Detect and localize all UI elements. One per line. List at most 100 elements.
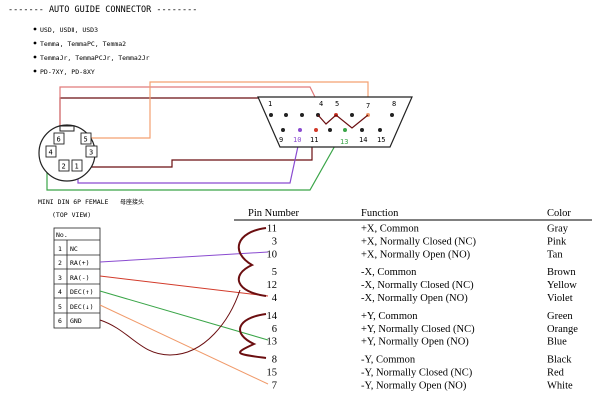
db15-pin bbox=[360, 128, 364, 132]
db15-pin bbox=[281, 128, 285, 132]
din-row-signal: GND bbox=[70, 317, 82, 325]
pin-number-cell: 7 bbox=[272, 380, 277, 391]
db15-pin-label: 5 bbox=[335, 100, 339, 108]
pin-number-cell: 4 bbox=[272, 293, 278, 304]
mount-item: PD-7XY, PD-8XY bbox=[40, 68, 95, 76]
db15-pin-label: 7 bbox=[366, 102, 370, 110]
db15-pin-label: 15 bbox=[377, 136, 385, 144]
pin-number-cell: 10 bbox=[267, 249, 278, 260]
bullet-icon bbox=[33, 41, 37, 45]
db15-pin bbox=[390, 113, 394, 117]
din-pin-6 bbox=[53, 132, 65, 145]
color-header: Color bbox=[547, 208, 571, 219]
function-cell: +Y, Common bbox=[361, 311, 418, 322]
db15-pin-label: 8 bbox=[392, 100, 396, 108]
db15-pin-label: 11 bbox=[310, 136, 318, 144]
bridge-arc bbox=[237, 227, 267, 297]
lower-wires bbox=[99, 251, 269, 385]
color-cell: Black bbox=[547, 355, 572, 366]
color-cell: Yellow bbox=[547, 280, 577, 291]
wire-ground-lower bbox=[99, 289, 241, 356]
mount-item: Temma, TemmaPC, Temma2 bbox=[40, 40, 126, 48]
pin-number-cell: 13 bbox=[267, 337, 278, 348]
din-row-no: 3 bbox=[58, 274, 62, 282]
color-cell: Blue bbox=[547, 337, 567, 348]
function-cell: -X, Normally Open (NO) bbox=[361, 293, 468, 304]
mount-list: USD, USDⅡ, USD3 Temma, TemmaPC, Temma2 T… bbox=[33, 26, 150, 76]
wire-maroon-lower bbox=[72, 137, 313, 168]
wire-red-lower bbox=[99, 275, 269, 297]
db15-pin-label: 10 bbox=[293, 136, 301, 144]
color-cell: Violet bbox=[547, 293, 573, 304]
din-pin-1 bbox=[71, 159, 83, 172]
db15-pin bbox=[269, 113, 273, 117]
din-pin-label: 6 bbox=[57, 136, 61, 144]
bullet-icon bbox=[33, 55, 37, 59]
din-row-no: 2 bbox=[58, 259, 62, 267]
color-cell: Brown bbox=[547, 267, 576, 278]
diagram-title: ------- AUTO GUIDE CONNECTOR -------- bbox=[8, 5, 197, 15]
din-key bbox=[59, 125, 75, 132]
pin-number-cell: 6 bbox=[272, 324, 277, 335]
wire-green-lower bbox=[99, 290, 269, 341]
color-cell: Pink bbox=[547, 236, 567, 247]
din-pin-table: No. 1 NC 2 RA(+) 3 RA(-) 4 DEC(↑) 5 DEC(… bbox=[53, 227, 101, 329]
din-row-signal: DEC(↓) bbox=[70, 303, 93, 311]
din-pin-4 bbox=[45, 145, 57, 158]
pin-number-cell: 15 bbox=[267, 368, 278, 379]
din-pin-3 bbox=[85, 145, 98, 158]
db15-pin-label: 14 bbox=[359, 136, 367, 144]
function-header: Function bbox=[361, 208, 399, 219]
wire-peach-upper bbox=[78, 81, 369, 139]
bridge-arcs bbox=[237, 227, 267, 359]
db15-pin bbox=[314, 128, 318, 132]
db15-jumper bbox=[317, 114, 369, 129]
db15-pin-label: 4 bbox=[319, 100, 323, 108]
function-cell: -Y, Normally Closed (NC) bbox=[361, 368, 473, 379]
db15-pin bbox=[328, 128, 332, 132]
din-table-header: No. bbox=[56, 231, 68, 239]
function-cell: -Y, Common bbox=[361, 355, 416, 366]
color-cell: Green bbox=[547, 311, 573, 322]
din-table-frame bbox=[53, 227, 101, 329]
pin-number-cell: 8 bbox=[272, 355, 277, 366]
db15-pin-label: 13 bbox=[340, 138, 348, 146]
db15-pin bbox=[284, 113, 288, 117]
function-cell: +X, Common bbox=[361, 224, 420, 235]
function-cell: -Y, Normally Open (NO) bbox=[361, 380, 467, 391]
din-pin-5 bbox=[80, 132, 92, 145]
din-view: (TOP VIEW) bbox=[52, 211, 91, 219]
din-row-no: 1 bbox=[58, 245, 62, 253]
din-pin-label: 1 bbox=[75, 163, 79, 171]
din-title-cjk: 母座接头 bbox=[120, 198, 144, 206]
db15-connector: 1 4 5 7 8 9 10 11 13 14 15 bbox=[257, 96, 413, 148]
din-row-signal: NC bbox=[70, 245, 78, 253]
function-cell: +X, Normally Open (NO) bbox=[361, 249, 471, 260]
color-cell: Gray bbox=[547, 224, 569, 235]
function-cell: +Y, Normally Closed (NC) bbox=[361, 324, 475, 335]
function-cell: +X, Normally Closed (NC) bbox=[361, 236, 476, 247]
db15-pin bbox=[350, 113, 354, 117]
din-row-signal: RA(+) bbox=[70, 259, 90, 267]
din-row-no: 4 bbox=[58, 288, 62, 296]
pin-number-cell: 14 bbox=[267, 311, 278, 322]
din-pin-2 bbox=[58, 159, 70, 172]
mount-item: USD, USDⅡ, USD3 bbox=[40, 26, 98, 34]
mount-item: TemmaJr, TemmaPCJr, Temma2Jr bbox=[40, 54, 150, 62]
db15-pin bbox=[378, 128, 382, 132]
pin-number-cell: 12 bbox=[267, 280, 278, 291]
din-pin-label: 5 bbox=[84, 136, 88, 144]
din-pin-label: 2 bbox=[62, 163, 66, 171]
pin-number-cell: 11 bbox=[267, 224, 277, 235]
db15-pin bbox=[298, 128, 302, 132]
function-cell: -X, Normally Closed (NC) bbox=[361, 280, 474, 291]
db15-pin-label: 1 bbox=[268, 100, 272, 108]
db15-pin-label: 9 bbox=[279, 136, 283, 144]
color-cell: Red bbox=[547, 368, 565, 379]
color-cell: White bbox=[547, 380, 573, 391]
bullet-icon bbox=[33, 69, 37, 73]
wire-orange-lower bbox=[99, 304, 269, 385]
color-cell: Tan bbox=[547, 249, 563, 260]
din-title: MINI DIN 6P FEMALE bbox=[38, 198, 109, 206]
